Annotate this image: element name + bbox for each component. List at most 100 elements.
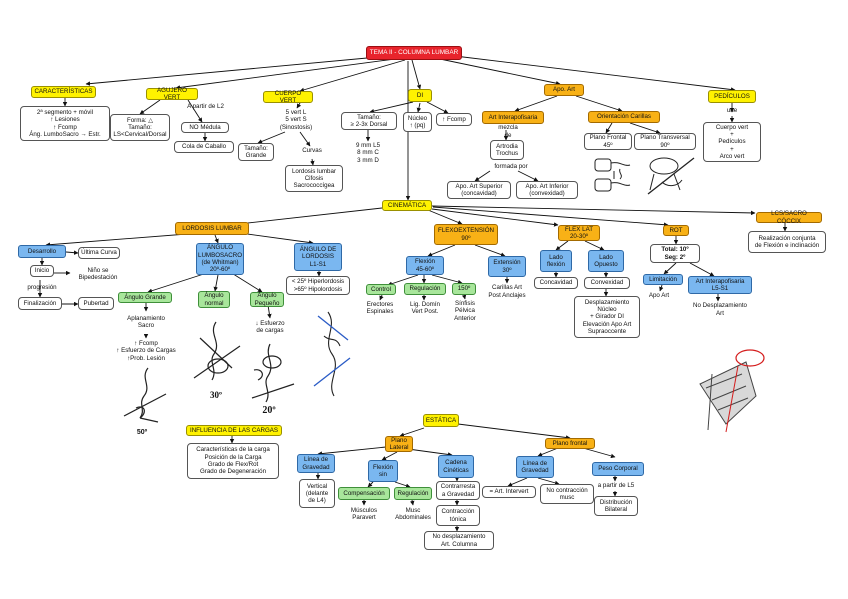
lcs-sacro-node: LCS/SACRO CÓCCIX [756,210,822,225]
musculos-paravert: Músculos Paravert [350,506,378,521]
cuerpo-curvas-detail: Lordosis lumbar Cifosis Sacrococcígea [285,165,343,192]
deg-50-label: 50º [136,428,148,436]
angulo-lordosis-detail: < 25º Hiperlordosis >65º Hipolordosis [286,276,350,295]
limitacion-node: Limitación [643,274,683,285]
regulacion-node: Regulación [404,283,446,295]
convexidad-node: Convexidad [584,277,630,289]
vertebra-facet-sketch-left [594,158,631,192]
apo-artrodia: Artrodia Trochus [490,140,524,160]
influencia-cargas-node: INFLUENCIA DE LAS CARGAS [186,425,282,436]
angulo-grande-detail: ↑ Fcomp ↑ Esfuerzo de Cargas ↑Prob. Lesi… [116,340,176,362]
cadena-cineticas-node: Cadena Cinéticas [438,455,474,478]
regulacion-estatica-node: Regulación [394,487,432,500]
cinematica-node: CINEMÁTICA [382,200,432,211]
orientacion-carillas-node: Orientación Carillas [588,111,660,123]
rot-node: ROT [663,225,689,236]
lado-opuesto-node: Lado Opuesto [588,250,624,272]
apo-formada-label: formada por [494,162,528,170]
cuerpo-vert-count: 5 vert L 5 vert S (Sinostosis) [279,109,313,131]
lordosis-lumbar-node: LORDOSIS LUMBAR [175,222,249,235]
musc-abdominales: Musc Abdominales [395,506,431,521]
linea-gravedad-frontal: Línea de Gravedad [516,456,554,478]
deg-150-node: 150º [452,283,476,295]
cuerpo-tamano: Tamaño: Grande [238,143,274,161]
peso-corporal-node: Peso Corporal [592,462,644,476]
carillas-art-post: Carillas Art Post Anclajes [488,284,526,299]
di-tamano: Tamaño: ≥ 2-3x Dorsal [341,112,397,130]
finalizacion-node: Finalización [18,297,62,310]
compensacion-node: Compensación [338,487,390,500]
agujero-no-medula: NO Médula [181,122,229,133]
di-mm: 9 mm L5 8 mm C 3 mm D [355,142,381,164]
spine-sketch-20 [251,343,295,403]
di-node: DI [408,89,432,102]
agujero-vert-node: AGUJERO VERT [146,87,198,101]
flex-lat-node: FLEX LAT 20-30º [558,225,600,241]
deg-30-label: 30º [210,390,222,401]
linea-gravedad-lateral: Línea de Gravedad [297,454,335,473]
distribucion-bilateral: Distribución Bilateral [594,496,638,516]
angulo-lordosis-node: ÁNGULO DE LORDOSIS L1-S1 [294,243,342,271]
art-interapofisaria-l5s1: Art Interapofisaria L5-S1 [688,276,752,294]
agujero-forma: Forma: △ Tamaño: LS<Cervical/Dorsal [110,114,170,141]
cuerpo-vert-node: CUERPO VERT [263,90,313,104]
nino-bipedestacion: Niño se Bipedestación [78,266,118,281]
caracteristicas-detail: 2ª segmento + móvil ↑ Lesiones ↑ Fcomp Á… [20,106,110,141]
pubertad-node: Pubertad [78,297,114,310]
agujero-cola-caballo: Cola de Caballo [174,141,234,153]
extension-node: Extensión 30º [488,256,526,277]
deg-20-label: 20º [262,405,276,417]
no-contraccion-musc: No contracción musc [540,484,594,504]
pediculos-une-label: une [726,106,738,114]
apo-art-node: Apo. Art [544,84,584,96]
di-nucleo: Núcleo ↑ (pq) [403,112,432,132]
art-interapofisaria-node: Art Interapofisaria [482,111,544,124]
rot-apo-art: Apo Art [648,292,670,300]
apo-superior: Apo. Art Superior (concavidad) [447,181,511,199]
sacrum-sketch [699,349,765,433]
plano-frontal: Plano Frontal 45º [584,133,632,150]
contrarresta-gravedad: Contrarresta a Gravedad [436,481,480,500]
plano-frontal-node: Plano frontal [545,438,595,449]
angulo-lumbosacro-node: ÁNGULO LUMBOSACRO (de Whitman) 20º-60º [196,243,244,275]
control-node: Control [366,284,396,295]
flexion-node: Flexión 45-60º [406,256,444,275]
caracteristicas-node: CARACTERÍSTICAS [31,86,96,98]
contraccion-tonica: Contracción tónica [436,505,480,526]
lado-flexion-node: Lado flexión [540,250,572,272]
cuerpo-curvas: Curvas [302,147,322,155]
flexion-sin-node: Flexión sin [368,460,398,482]
erectores-espinales: Erectores Espinales [366,300,394,315]
angulo-pequeno-detail: ↓ Esfuerzo de cargas [255,319,285,334]
angulo-pequeno-node: Ángulo Pequeño [250,292,284,307]
partir-l5-label: a partir de L5 [597,482,635,490]
art-intervert-node: = Art. Intervert [482,486,536,498]
influencia-detail: Características de la carga Posición de … [187,443,279,479]
flex-lat-detail: Desplazamiento Núcleo + Girador DI Eleva… [574,296,640,338]
angulo-grande-node: Ángulo Grande [118,292,172,303]
apo-mezcla-label: mezcla de [498,124,518,139]
concavidad-node: Concavidad [534,277,578,289]
pediculos-node: PEDÍCULOS [708,90,756,103]
sinfisis-pelvica: Sínfisis Pélvica Anterior [454,300,476,322]
estatica-node: ESTÁTICA [423,414,459,427]
vertical-delante-l4: Vertical (delante de L4) [299,479,335,508]
lcs-detail: Realización conjunta de Flexión e inclin… [748,231,826,253]
spine-sketch-50 [123,367,167,423]
aplanamiento-sacro: Aplanamiento Sacro [127,314,165,329]
ultima-curva: Última Curva [78,247,120,259]
vertebra-facet-sketch-right [647,157,695,195]
rot-no-desplazamiento: No Desplazamiento Art [693,302,747,317]
lumbar-curve-sketch [313,311,351,397]
plano-transversal: Plano Transversal 90º [634,133,696,150]
inicio-node: Inicio [30,265,54,277]
agujero-l2-note: A partir de L2 [187,103,224,111]
spine-sketch-30 [193,321,241,381]
apo-inferior: Apo. Art Inferior (convexidad) [516,181,578,199]
root-topic: TEMA II - COLUMNA LUMBAR [366,46,462,60]
lig-domin: Lig. Domín Vert Post. [410,300,440,315]
pediculos-detail: Cuerpo vert + Pedículos + Arco vert [703,122,761,162]
rot-total: Total: 10º Seg: 2º [650,244,700,263]
